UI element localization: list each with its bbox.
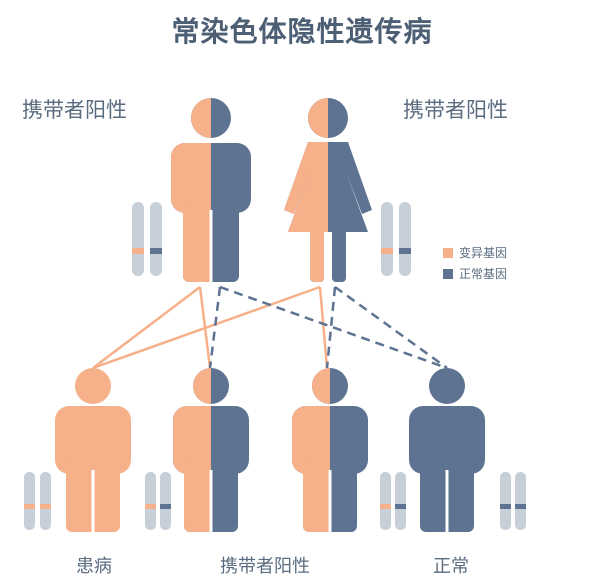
legend-mutant: 变异基因	[443, 244, 507, 261]
child-affected-figure	[55, 368, 131, 532]
child-carrier-2-figure	[292, 368, 368, 532]
legend-normal-swatch	[443, 268, 453, 279]
mother-carrier-label: 携带者阳性	[403, 98, 508, 122]
mother-chromosomes	[381, 202, 411, 276]
mother-figure	[284, 98, 372, 282]
child-affected-chromosomes	[24, 472, 51, 530]
child-normal-figure	[409, 368, 485, 532]
page-title: 常染色体隐性遗传病	[171, 15, 433, 48]
child-carrier-2-chromosomes	[380, 472, 406, 530]
legend-mutant-label: 变异基因	[459, 246, 508, 260]
child-normal-chromosomes	[500, 472, 526, 530]
legend-normal-label: 正常基因	[459, 267, 508, 281]
normal-inheritance-lines	[208, 285, 448, 370]
father-figure	[171, 98, 251, 282]
father-chromosomes	[132, 202, 162, 276]
carrier-children-label: 携带者阳性	[220, 556, 310, 577]
child-carrier-1-figure	[173, 368, 249, 532]
father-carrier-label: 携带者阳性	[22, 98, 127, 122]
mutant-inheritance-lines	[92, 285, 329, 370]
affected-label: 患病	[76, 556, 112, 577]
child-carrier-1-chromosomes	[145, 472, 171, 530]
legend-normal: 正常基因	[443, 265, 507, 282]
legend-mutant-swatch	[443, 247, 453, 258]
normal-child-label: 正常	[433, 556, 469, 577]
